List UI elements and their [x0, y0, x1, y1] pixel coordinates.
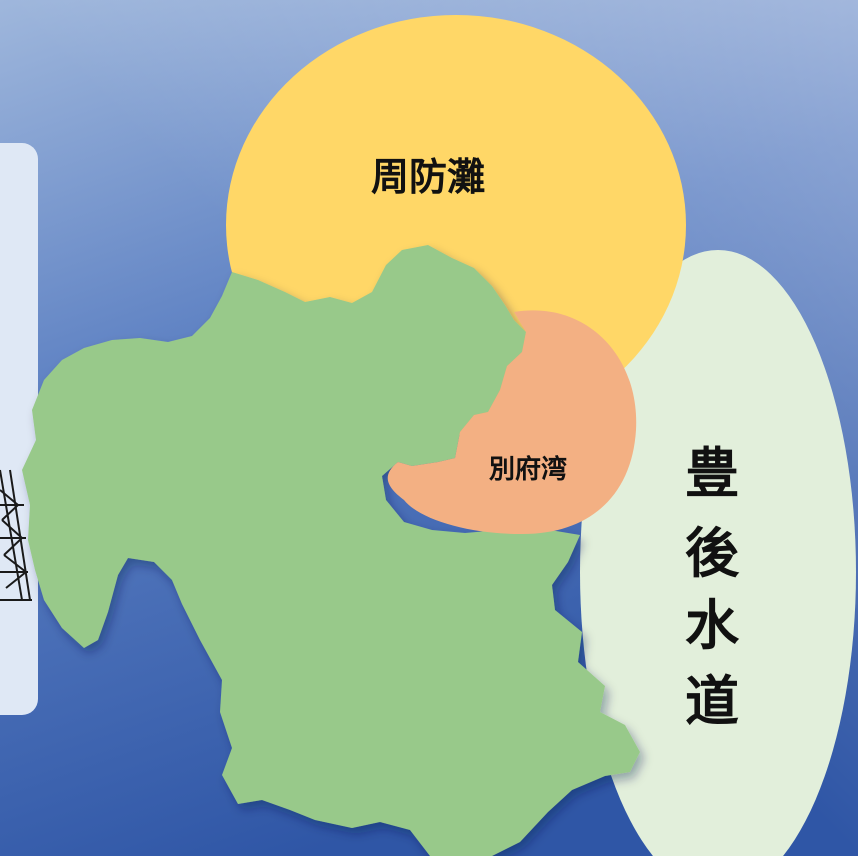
beppu-bay-area	[387, 310, 637, 535]
suo-nada-label: 周防灘	[371, 155, 485, 199]
land-oita	[22, 245, 640, 856]
side-panel	[0, 143, 38, 715]
bungo-channel-char-4: 道	[685, 670, 739, 733]
bungo-channel-char-3: 水	[685, 594, 740, 657]
bungo-channel-area	[580, 250, 856, 856]
bungo-channel-char-2: 後	[685, 522, 740, 585]
bungo-channel-char-1: 豊	[685, 442, 739, 505]
beppu-bay-label: 別府湾	[489, 454, 567, 485]
bungo-channel-label: 豊 後 水 道	[685, 442, 740, 733]
transmission-tower-icon	[0, 469, 32, 601]
